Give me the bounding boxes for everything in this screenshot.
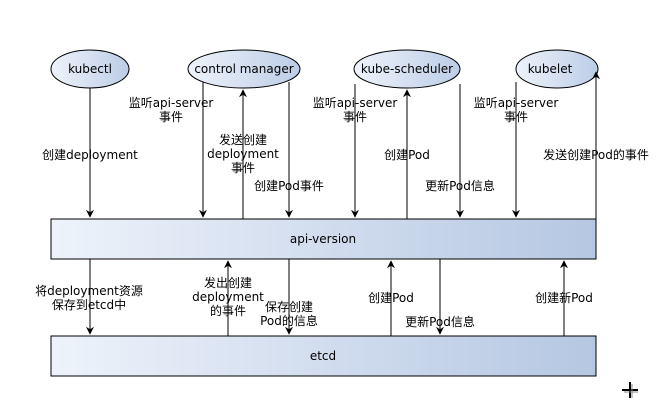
label-sched-update-pod-line-1: 更新Pod信息 — [425, 178, 495, 193]
label-save-pod-line-2: Pod的信息 — [260, 313, 318, 328]
label-cm-create-pod-event-line-1: 创建Pod事件 — [254, 179, 324, 193]
kubectl-node: kubectl — [50, 49, 130, 89]
label-etcd-update-pod: 更新Pod信息 — [405, 314, 475, 329]
kube-scheduler-node: kube-scheduler — [353, 49, 461, 89]
label-emit-deploy-line-2: deployment — [192, 290, 264, 304]
api-version-node: api-version — [50, 218, 597, 260]
label-etcd-update-pod-line-1: 更新Pod信息 — [405, 314, 475, 329]
kubectl-label: kubectl — [68, 62, 112, 76]
label-etcd-create-pod: 创建Pod — [368, 291, 414, 305]
label-sched-create-pod: 创建Pod — [384, 148, 430, 162]
label-etcd-create-new-pod-line-1: 创建新Pod — [535, 290, 593, 305]
kubelet-label: kubelet — [528, 62, 573, 76]
label-save-deploy-line-1: 将deployment资源 — [35, 284, 143, 298]
crosshair-icon — [622, 382, 638, 398]
label-sched-create-pod-line-1: 创建Pod — [384, 148, 430, 162]
label-kubelet-send-line-1: 发送创建Pod的事件 — [543, 147, 649, 162]
kubelet-node: kubelet — [515, 49, 599, 89]
label-cm-watch-line-2: 事件 — [159, 110, 183, 124]
label-etcd-create-new-pod: 创建新Pod — [535, 290, 593, 305]
control-manager-label: control manager — [194, 62, 293, 76]
label-cm-create-pod-event: 创建Pod事件 — [254, 179, 324, 193]
label-cm-send-line-3: 事件 — [231, 161, 255, 175]
label-kubectl-create: 创建deployment — [42, 148, 138, 162]
label-emit-deploy-line-1: 发出创建 — [204, 275, 252, 290]
label-cm-send-line-1: 发送创建 — [219, 132, 267, 147]
label-cm-send-line-2: deployment — [207, 147, 279, 161]
label-emit-deploy-line-3: 的事件 — [210, 303, 246, 318]
api-version-label: api-version — [290, 232, 356, 246]
label-sched-update-pod: 更新Pod信息 — [425, 178, 495, 193]
label-sched-watch-line-2: 事件 — [343, 110, 367, 124]
label-kubelet-watch-line-1: 监听api-server — [474, 96, 559, 110]
control-manager-node: control manager — [187, 49, 301, 89]
label-save-pod-line-1: 保存创建 — [265, 300, 313, 314]
etcd-label: etcd — [310, 349, 336, 363]
label-save-deploy: 将deployment资源保存到etcd中 — [35, 284, 143, 312]
label-kubelet-send: 发送创建Pod的事件 — [543, 147, 649, 162]
kube-scheduler-label: kube-scheduler — [361, 62, 453, 76]
label-etcd-create-pod-line-1: 创建Pod — [368, 291, 414, 305]
label-kubelet-watch-line-2: 事件 — [504, 110, 528, 124]
label-sched-watch-line-1: 监听api-server — [313, 96, 398, 110]
etcd-node: etcd — [50, 335, 597, 377]
label-kubectl-create-line-1: 创建deployment — [42, 148, 138, 162]
label-save-deploy-line-2: 保存到etcd中 — [52, 297, 126, 312]
label-cm-watch-line-1: 监听api-server — [129, 96, 214, 110]
